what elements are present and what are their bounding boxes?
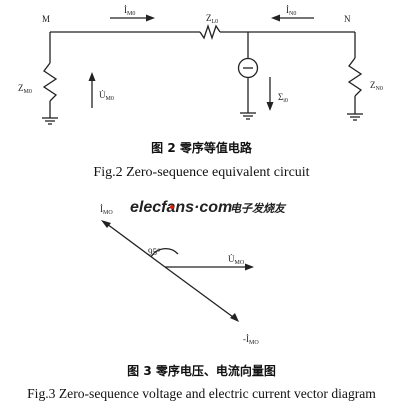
figure-3-caption-cn: 图 3 零序电压、电流向量图	[127, 364, 276, 378]
line-impedance-label: ZL0	[206, 13, 218, 25]
n-impedance-label: ZN0	[370, 80, 383, 92]
m-voltage-label: U̇M0	[99, 90, 114, 102]
figure-2-caption-cn: 图 2 零序等值电路	[151, 141, 252, 155]
m-current-label: İM0	[124, 5, 135, 17]
watermark-dot-icon	[170, 205, 174, 209]
watermark-tagline: 电子发烧友	[230, 202, 287, 215]
angle-arc	[150, 248, 179, 258]
angle-label: 95°	[148, 247, 161, 257]
elecfans-watermark: elecfans·com 电子发烧友	[130, 199, 287, 216]
n-current-label: İN0	[286, 5, 296, 17]
negative-current-label: -İMO	[243, 334, 259, 346]
sigma-current-label: Σi0	[278, 92, 288, 104]
negative-current-vector	[164, 266, 234, 318]
node-m-label: M	[42, 14, 50, 24]
figure-3-caption-en: Fig.3 Zero-sequence voltage and electric…	[27, 386, 376, 401]
watermark-logo: elecfans·com	[130, 199, 232, 216]
zero-sequence-circuit: M N ZL0 ZM0 ZN0 İM0 İN0 U̇M0 Σi0	[18, 5, 383, 125]
figure-2-caption-en: Fig.2 Zero-sequence equivalent circuit	[93, 165, 310, 180]
voltage-vector-label: U̇MO	[228, 254, 245, 266]
current-vector	[106, 223, 166, 268]
m-impedance-label: ZM0	[18, 83, 32, 95]
node-n-label: N	[344, 14, 351, 24]
current-vector-label: İMO	[100, 204, 113, 216]
